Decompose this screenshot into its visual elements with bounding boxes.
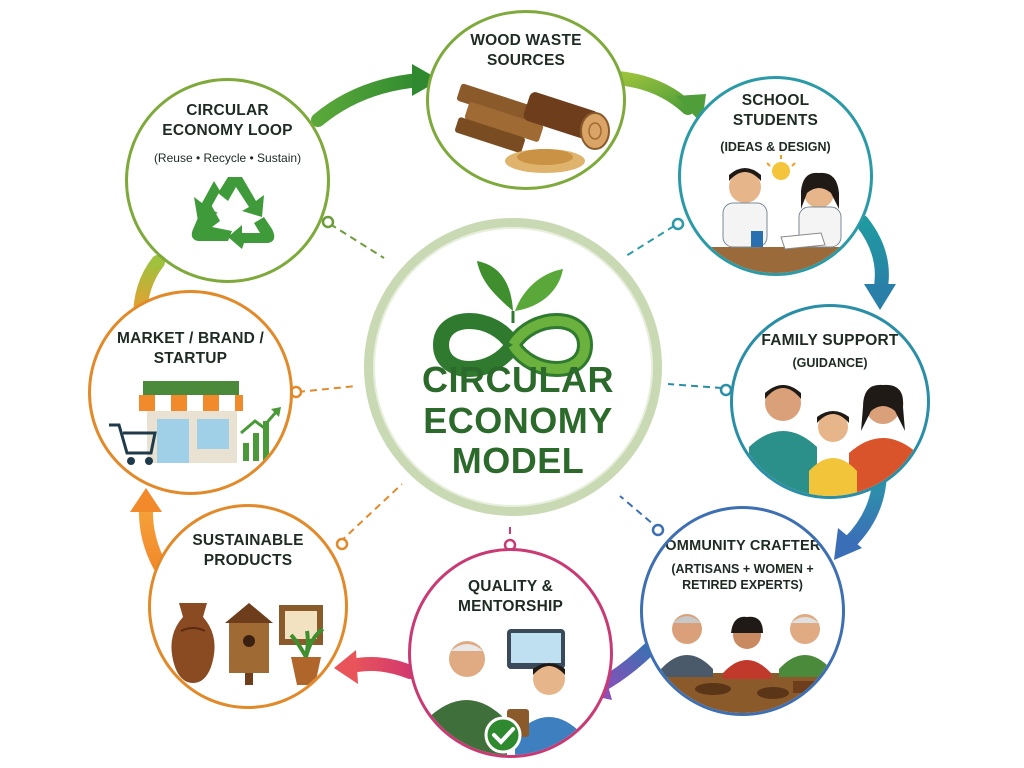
- title-line: PRODUCTS: [203, 552, 293, 570]
- family-icon: [749, 384, 917, 496]
- node-subtitle: (IDEAS & DESIGN): [720, 140, 831, 154]
- students-icon: [703, 155, 858, 273]
- center-title-line: CIRCULAR: [422, 359, 614, 400]
- title-line: COMMUNITY CRAFTERS: [654, 538, 831, 554]
- title-line: STUDENTS: [732, 112, 819, 130]
- products-icon: [171, 603, 325, 685]
- title-line: QUALITY &: [467, 578, 554, 595]
- node-quality-mentorship: QUALITY & MENTORSHIP: [408, 548, 613, 758]
- crafters-icon: [653, 614, 838, 713]
- loop-arrow-mentorship-to-products: [334, 650, 417, 684]
- node-circular-economy-loop: CIRCULAR ECONOMY LOOP (Reuse • Recycle •…: [125, 78, 330, 283]
- loop-arrow-loop-to-wood: [311, 64, 440, 127]
- title-line: SCHOOL: [741, 92, 810, 109]
- node-community-crafters: COMMUNITY CRAFTERS (ARTISANS + WOMEN + R…: [640, 506, 845, 716]
- node-title: QUALITY & MENTORSHIP: [411, 577, 610, 618]
- title-line: STARTUP: [153, 350, 228, 368]
- node-title: WOOD WASTE SOURCES: [429, 31, 623, 72]
- infinity-leaf-icon: [433, 261, 593, 377]
- title-line: CIRCULAR: [186, 102, 269, 119]
- node-sustainable-products: SUSTAINABLE PRODUCTS: [148, 504, 348, 709]
- mentor-icon: [425, 629, 583, 755]
- node-wood-waste-sources: WOOD WASTE SOURCES: [426, 10, 626, 190]
- node-market-brand-startup: MARKET / BRAND / STARTUP: [88, 290, 293, 495]
- node-title: SUSTAINABLE PRODUCTS: [151, 531, 345, 572]
- node-subtitle: (GUIDANCE): [792, 356, 868, 370]
- wood-logs-icon: [455, 83, 610, 173]
- node-title: SCHOOL STUDENTS: [681, 91, 870, 132]
- node-school-students: SCHOOL STUDENTS (IDEAS & DESIGN): [678, 76, 873, 276]
- shop-icon: [109, 381, 281, 465]
- node-title: CIRCULAR ECONOMY LOOP: [128, 101, 327, 142]
- subtitle-line: RETIRED EXPERTS): [682, 578, 803, 593]
- loop-arrow-students-to-family: [855, 215, 896, 310]
- node-title: COMMUNITY CRAFTERS: [643, 537, 842, 556]
- node-title: FAMILY SUPPORT: [733, 331, 927, 351]
- title-line: FAMILY SUPPORT: [761, 332, 899, 349]
- title-line: SOURCES: [486, 52, 566, 70]
- node-family-support: FAMILY SUPPORT (GUIDANCE): [730, 304, 930, 499]
- center-title-line: ECONOMY: [423, 399, 613, 441]
- center-circle: [364, 218, 662, 516]
- center-title-line: MODEL: [451, 440, 585, 482]
- spokes: [297, 223, 723, 546]
- node-subtitle: (Reuse • Recycle • Sustain): [153, 151, 302, 165]
- recycle-icon: [191, 177, 275, 249]
- title-line: WOOD WASTE: [470, 32, 582, 49]
- node-subtitle: (ARTISANS + WOMEN + RETIRED EXPERTS): [643, 561, 842, 594]
- subtitle-line: (ARTISANS + WOMEN +: [671, 562, 814, 576]
- title-line: SUSTAINABLE: [192, 532, 304, 549]
- title-line: MENTORSHIP: [457, 598, 564, 616]
- center-title: CIRCULAR ECONOMY MODEL: [393, 359, 643, 482]
- node-title: MARKET / BRAND / STARTUP: [91, 329, 290, 370]
- title-line: ECONOMY LOOP: [162, 122, 293, 140]
- title-line: MARKET / BRAND /: [117, 330, 264, 347]
